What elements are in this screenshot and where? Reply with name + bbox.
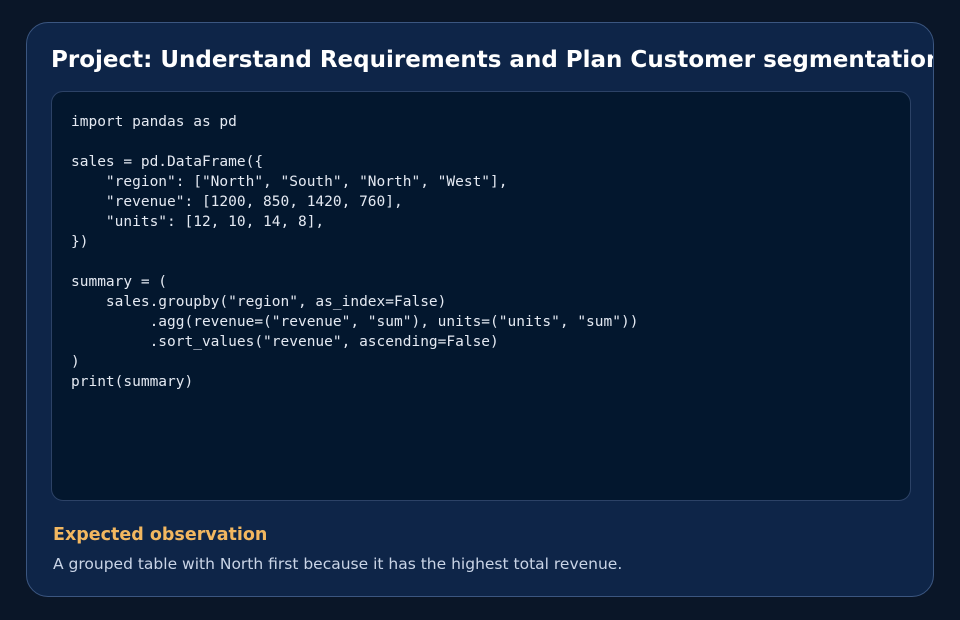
observation-text: A grouped table with North first because…: [53, 555, 623, 573]
observation-heading: Expected observation: [53, 525, 268, 545]
code-text: import pandas as pd sales = pd.DataFrame…: [71, 114, 639, 390]
code-block: import pandas as pd sales = pd.DataFrame…: [51, 91, 911, 501]
project-card: Project: Understand Requirements and Pla…: [26, 22, 934, 597]
page-title: Project: Understand Requirements and Pla…: [51, 47, 934, 73]
